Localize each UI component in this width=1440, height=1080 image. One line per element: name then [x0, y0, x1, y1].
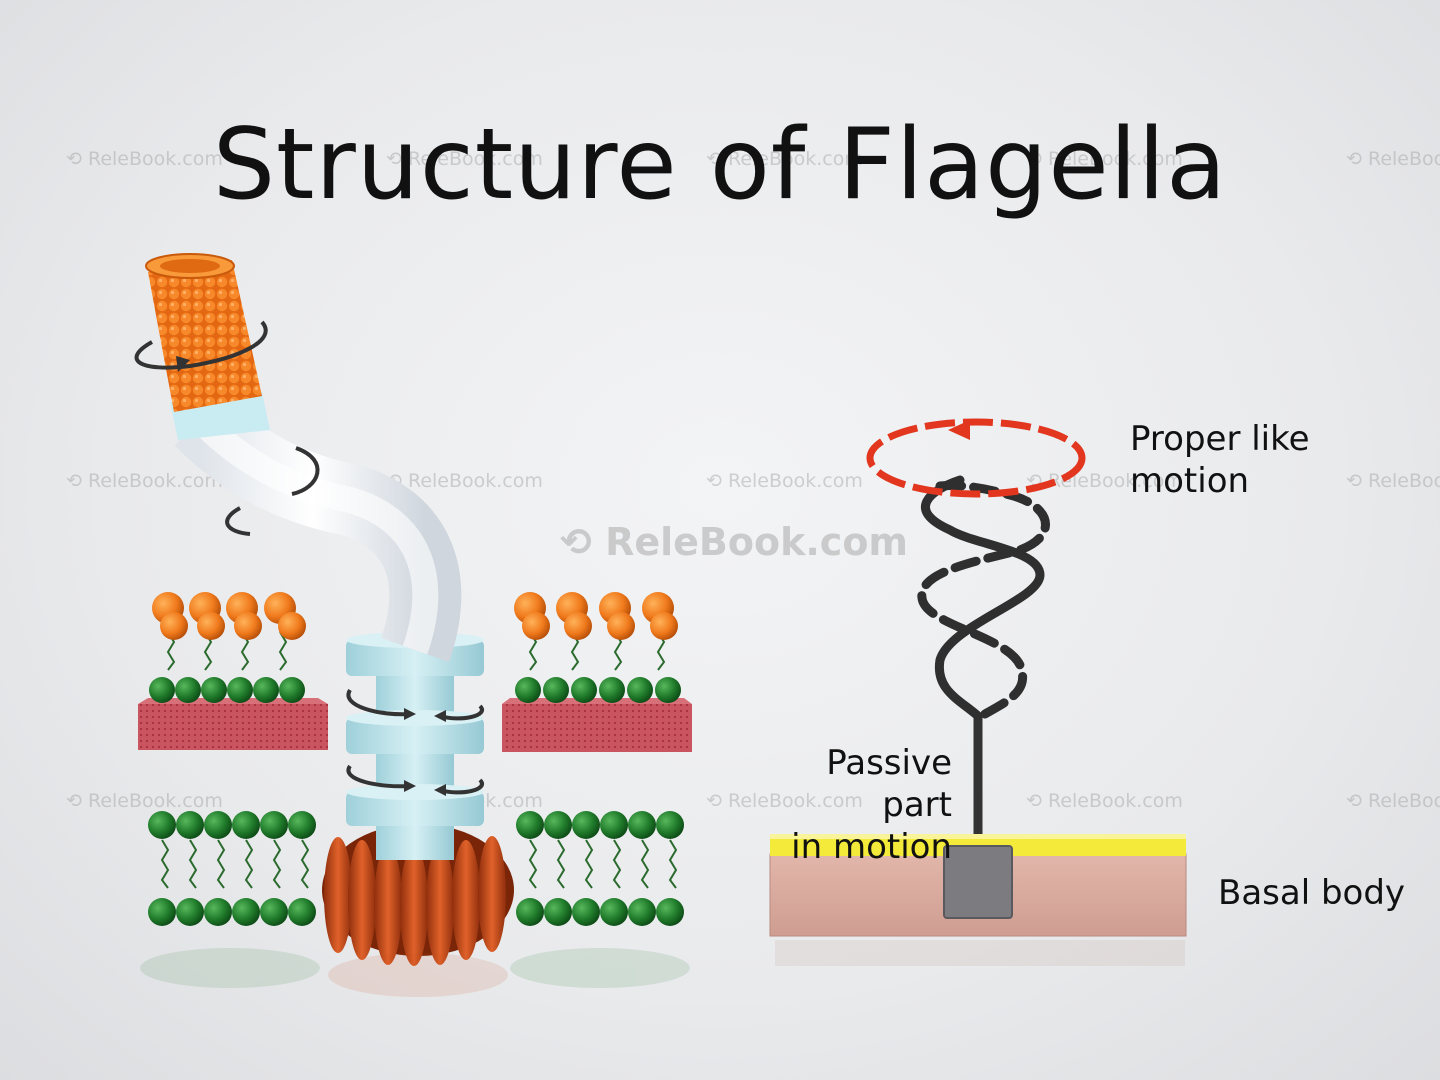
peptidoglycan-layer-right — [502, 698, 692, 752]
rotation-arrowhead-icon — [176, 356, 446, 796]
watermark: ⟲ ReleBook.com — [66, 148, 223, 170]
watermark: ⟲ ReleBook.com — [1346, 148, 1440, 170]
motor-rotor-ring — [322, 824, 514, 966]
label-basal-body: Basal body — [1218, 873, 1406, 913]
watermark: ⟲ ReleBook.com — [66, 470, 223, 492]
watermark: ⟲ ReleBook.com — [706, 148, 863, 170]
label-proper-line2: motion — [1130, 461, 1250, 501]
page-title: Structure of Flagella — [212, 108, 1228, 222]
label-proper-line1: Proper like — [1130, 419, 1310, 459]
label-proper-motion: Proper like motion — [1130, 418, 1310, 502]
lower-lipid-bilayer-left — [148, 811, 316, 926]
label-passive-part: Passive part in motion — [746, 742, 952, 868]
lower-lipid-bilayer-right — [516, 811, 684, 926]
watermark: ⟲ ReleBook.com — [386, 148, 543, 170]
watermark-large: ⟲ ReleBook.com — [560, 520, 909, 564]
floor-reflection — [140, 940, 1185, 997]
peptidoglycan-layer-left — [138, 698, 328, 750]
basal-body-block — [769, 834, 1187, 937]
watermark: ⟲ ReleBook.com — [1026, 790, 1183, 812]
watermark: ⟲ ReleBook.com — [706, 470, 863, 492]
watermark: ⟲ ReleBook.com — [1346, 470, 1440, 492]
watermark: ⟲ ReleBook.com — [1026, 148, 1183, 170]
helix-solid — [921, 475, 1045, 721]
outer-membrane-left — [149, 592, 306, 703]
motion-arrow-icon — [866, 418, 1086, 498]
watermark: ⟲ ReleBook.com — [706, 790, 863, 812]
outer-membrane-right — [514, 592, 681, 703]
filament — [145, 253, 262, 412]
motor-rod — [346, 632, 484, 860]
label-passive-line1: Passive part — [826, 743, 952, 825]
watermark: ⟲ ReleBook.com — [1346, 790, 1440, 812]
rotation-arrow-icon — [134, 320, 484, 795]
watermark: ⟲ ReleBook.com — [66, 790, 223, 812]
label-passive-line2: in motion — [791, 827, 952, 867]
